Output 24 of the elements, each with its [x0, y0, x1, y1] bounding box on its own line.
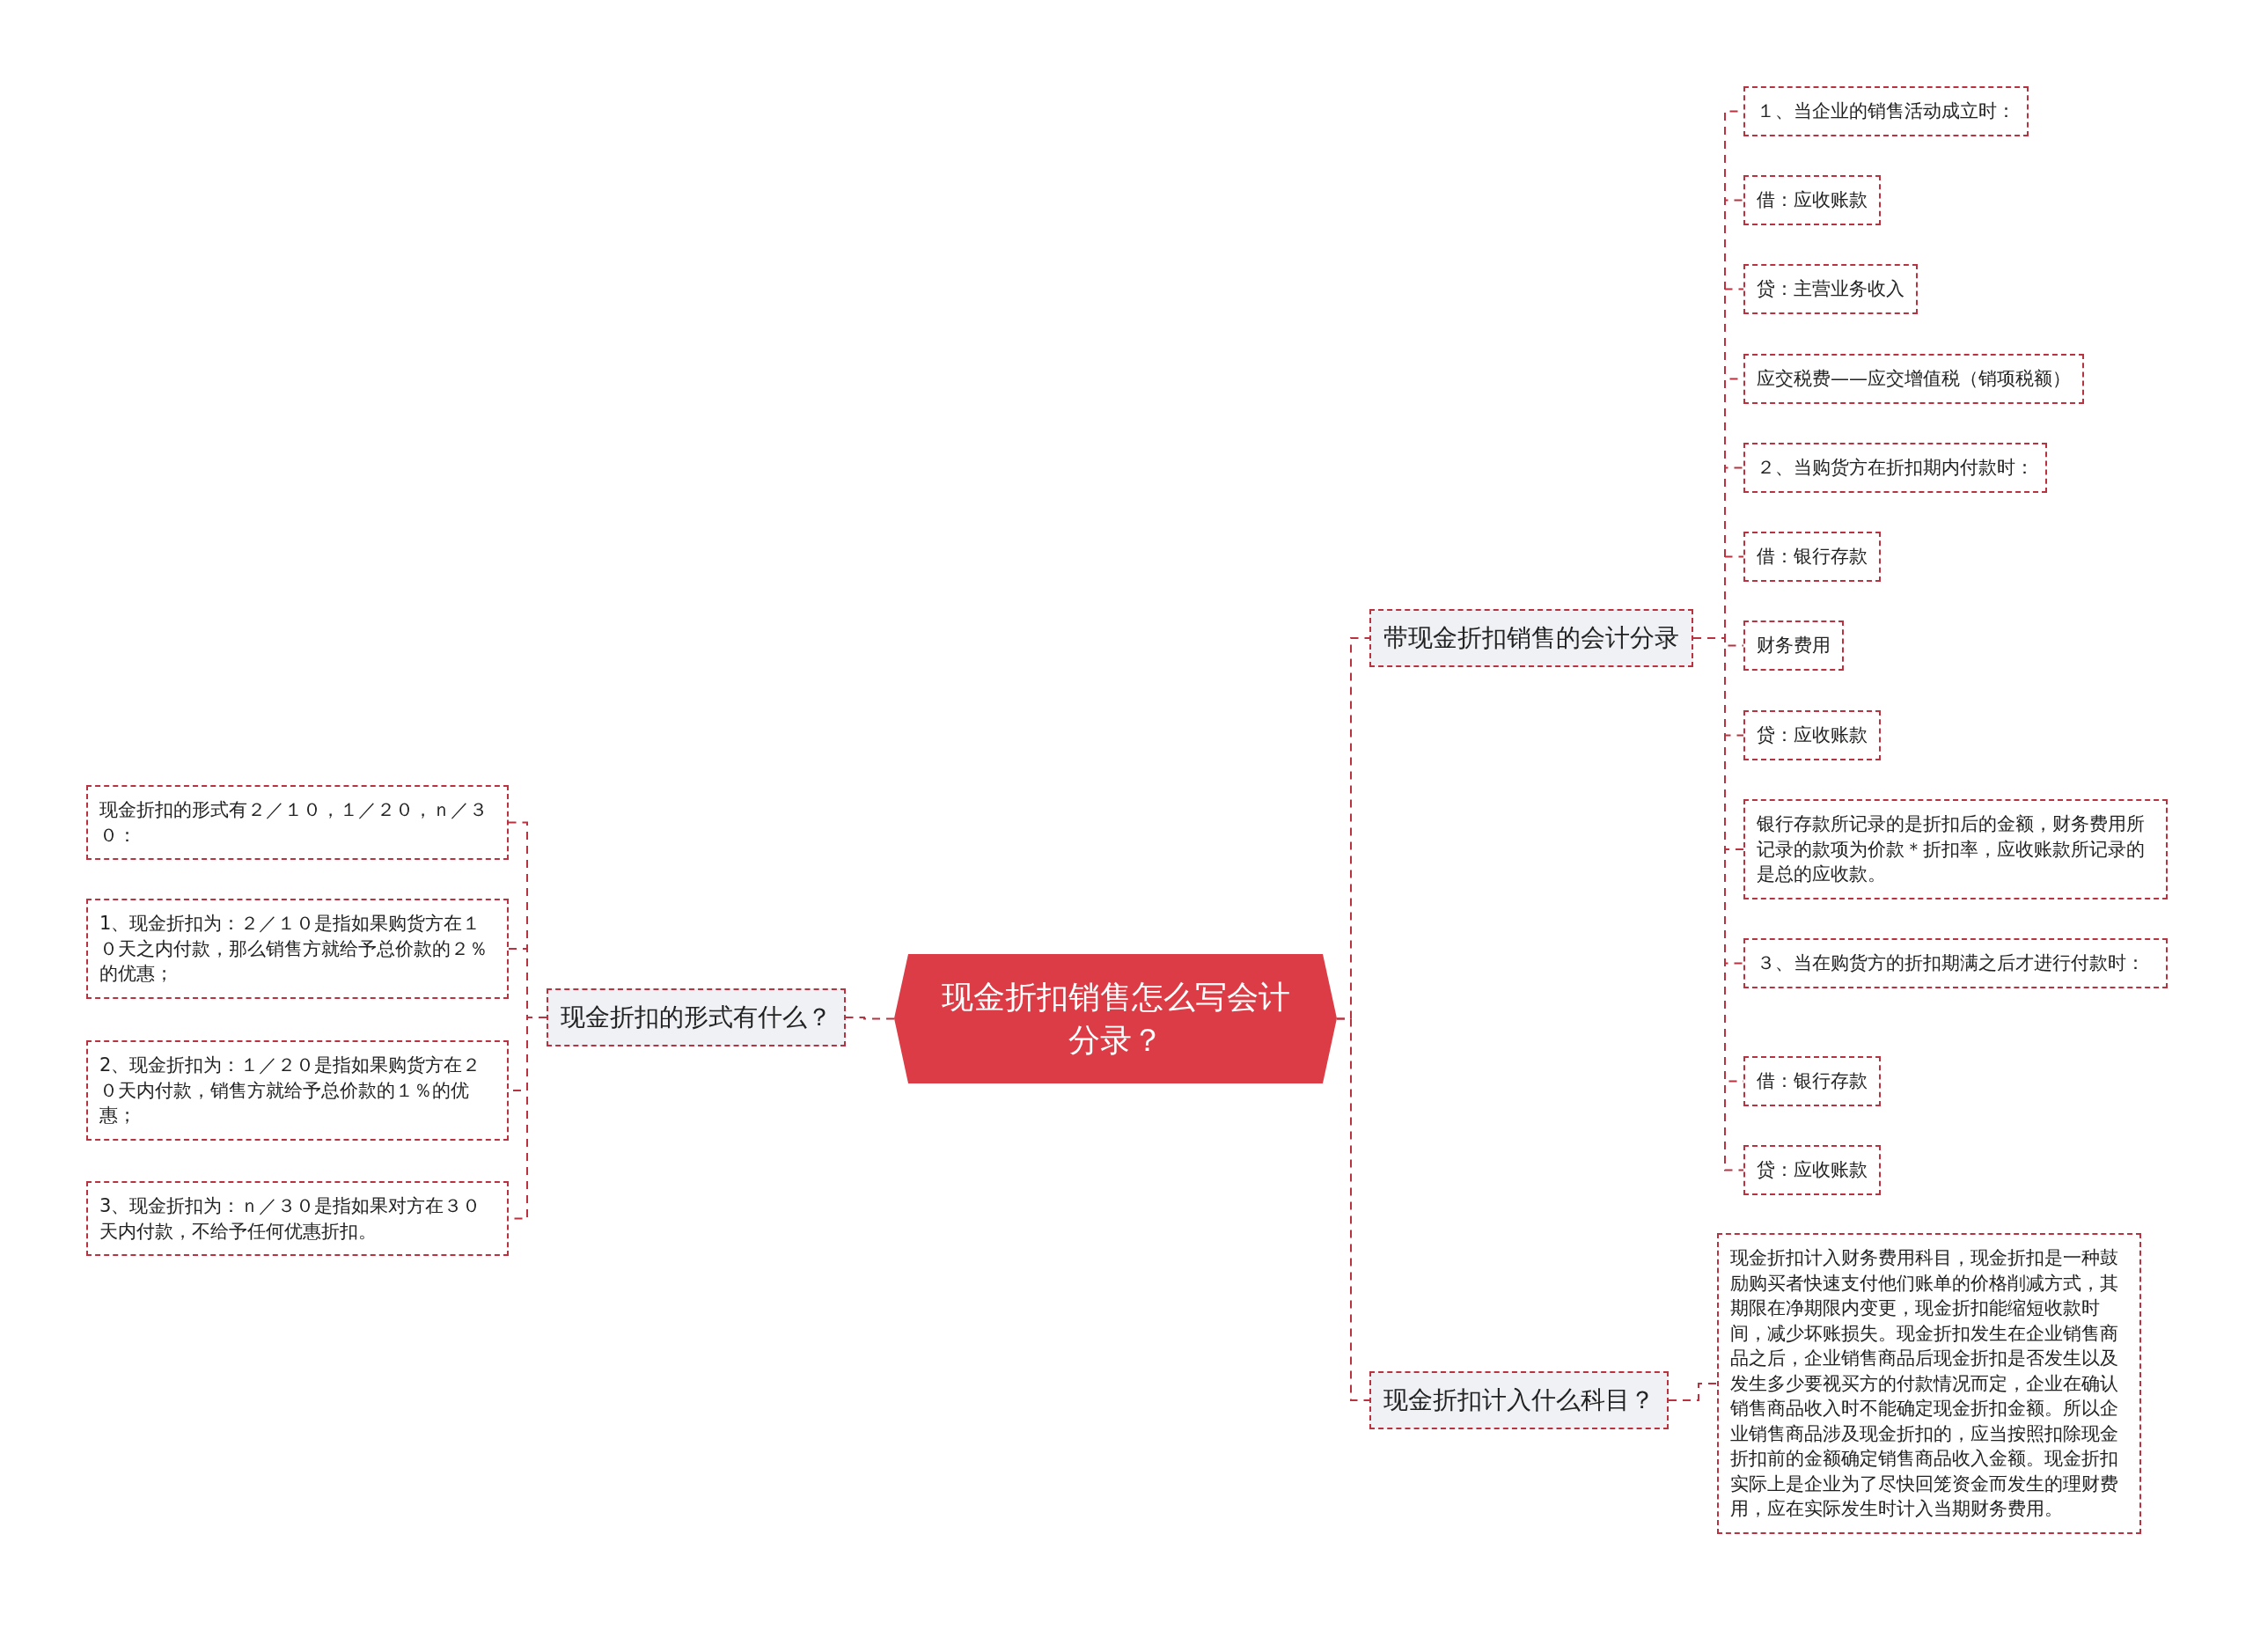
subtopic-box: 2、现金折扣为：１／２０是指如果购货方在２０天内付款，销售方就给予总价款的１％的优惠； [86, 1040, 509, 1141]
subtopic-box: １、当企业的销售活动成立时： [1743, 86, 2029, 136]
subtopic-box: ２、当购货方在折扣期内付款时： [1743, 443, 2047, 493]
connector-line [1336, 1017, 1370, 1401]
subtopic-box: 1、现金折扣为：２／１０是指如果购货方在１０天之内付款，那么销售方就给予总价款的２％的优惠； [86, 899, 509, 999]
subtopic-box: 贷：应收账款 [1743, 1145, 1881, 1195]
subtopic-box: 应交税费——应交增值税（销项税额） [1743, 354, 2084, 404]
subtopic-box: 现金折扣计入财务费用科目，现金折扣是一种鼓励购买者快速支付他们账单的价格削减方式，其期限在净期限内变更，现金折扣能缩短收款时间，减少坏账损失。现金折扣发生在企业销售商品之后，企业销售商品后现金折扣是否发生以及发生多少要视买方的付款情况而定，企业在确认销售商品收入时不能确定现金折扣金额。所以企业销售商品涉及现金折扣的，应当按照扣除现金折扣前的金额确定销售商品收入金额。现金折扣实际上是企业为了尽快回笼资金而发生的理财费用，应在实际发生时计入当期财务费用。 [1717, 1233, 2141, 1534]
subtopic-box: 贷：主营业务收入 [1743, 264, 1918, 314]
subtopic-box: 借：应收账款 [1743, 175, 1881, 225]
topic-box: 带现金折扣销售的会计分录 [1369, 609, 1693, 668]
subtopic-box: 借：银行存款 [1743, 1056, 1881, 1106]
topic-box: 现金折扣的形式有什么？ [547, 988, 846, 1047]
subtopic-box: 财务费用 [1743, 620, 1844, 671]
subtopic-box: 借：银行存款 [1743, 532, 1881, 582]
central-topic: 现金折扣销售怎么写会计分录？ [894, 954, 1337, 1083]
connector-line [845, 1017, 895, 1020]
subtopic-box: 3、现金折扣为：ｎ／３０是指如果对方在３０天内付款，不给予任何优惠折扣。 [86, 1181, 509, 1257]
subtopic-box: 贷：应收账款 [1743, 710, 1881, 760]
subtopic-box: 银行存款所记录的是折扣后的金额，财务费用所记录的款项为价款＊折扣率，应收账款所记录的是总的应收款。 [1743, 799, 2168, 899]
topic-box: 现金折扣计入什么科目？ [1369, 1371, 1669, 1430]
connector-line [1668, 1383, 1718, 1401]
subtopic-box: ３、当在购货方的折扣期满之后才进行付款时： [1743, 938, 2168, 988]
subtopic-box: 现金折扣的形式有２／１０，１／２０，ｎ／３０： [86, 785, 509, 861]
